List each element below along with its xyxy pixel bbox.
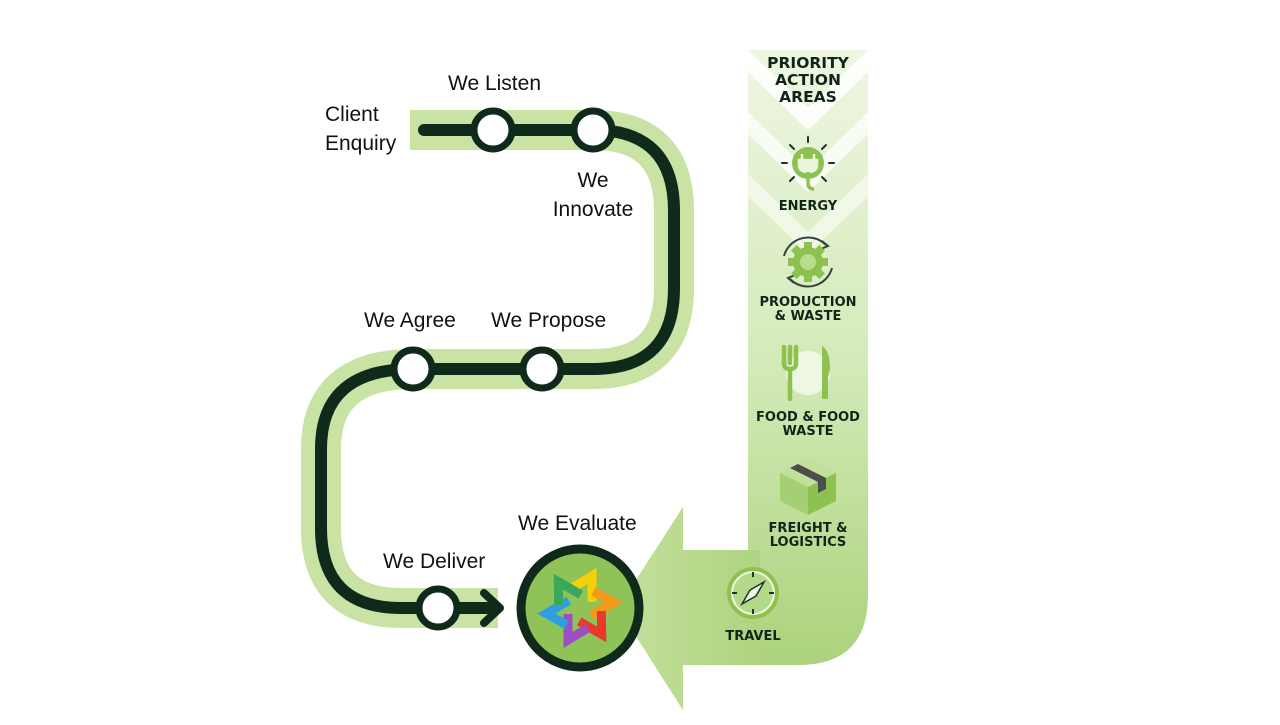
area-label-line: FOOD & FOOD: [756, 410, 860, 425]
area-travel: TRAVEL: [703, 630, 803, 644]
area-freight-logistics: FREIGHT & LOGISTICS: [748, 522, 868, 550]
step-label-line: We Deliver: [383, 550, 486, 573]
track-arrow-icon: [480, 589, 504, 627]
step-we-evaluate: We Evaluate: [518, 509, 637, 538]
area-label-line: LOGISTICS: [769, 535, 847, 550]
area-label-line: TRAVEL: [725, 629, 781, 644]
priority-panel: [618, 50, 868, 710]
area-energy: ENERGY: [748, 200, 868, 214]
step-label-line: We Propose: [491, 309, 607, 332]
area-label-line: ENERGY: [778, 199, 838, 214]
node-we-innovate: [570, 107, 616, 153]
step-label-line: Client: [325, 103, 379, 126]
step-label-line: Enquiry: [325, 132, 397, 155]
node-we-listen: [470, 107, 516, 153]
step-client-enquiry: Client Enquiry: [325, 100, 396, 158]
step-we-propose: We Propose: [491, 306, 606, 335]
area-label-line: & WASTE: [774, 309, 842, 324]
step-we-listen: We Listen: [448, 69, 541, 98]
step-we-agree: We Agree: [364, 306, 456, 335]
track-line: [315, 124, 680, 614]
area-label-line: PRODUCTION: [759, 295, 857, 310]
food-cutlery-icon: [781, 344, 830, 402]
step-label-line: Innovate: [552, 198, 634, 221]
step-we-innovate: We Innovate: [548, 166, 638, 224]
area-label-line: FREIGHT &: [768, 521, 848, 536]
step-label-line: We Listen: [448, 72, 541, 95]
step-label-line: We Evaluate: [518, 512, 637, 535]
step-label-line: We: [577, 169, 609, 192]
evaluate-hub: [516, 544, 644, 672]
freight-box-icon: [780, 459, 836, 515]
area-food-waste: FOOD & FOOD WASTE: [748, 411, 868, 439]
node-we-deliver: [415, 585, 461, 631]
panel-title-line: PRIORITY: [767, 54, 849, 72]
hexagon-logo-icon: [537, 568, 623, 648]
production-gear-icon: [783, 236, 833, 288]
process-track: [301, 110, 694, 628]
milestone-nodes: [390, 107, 616, 631]
node-we-agree: [390, 346, 436, 392]
step-we-deliver: We Deliver: [383, 547, 485, 576]
area-label-line: WASTE: [782, 424, 834, 439]
node-we-propose: [519, 346, 565, 392]
panel-arrow-head: [618, 507, 760, 710]
priority-panel-title: PRIORITY ACTION AREAS: [748, 55, 868, 106]
step-label-line: We Agree: [364, 309, 456, 332]
panel-title-line: AREAS: [779, 88, 837, 106]
travel-compass-icon: [727, 567, 779, 619]
area-production-waste: PRODUCTION & WASTE: [748, 296, 868, 324]
panel-title-line: ACTION: [775, 71, 841, 89]
energy-plug-icon: [781, 136, 835, 191]
